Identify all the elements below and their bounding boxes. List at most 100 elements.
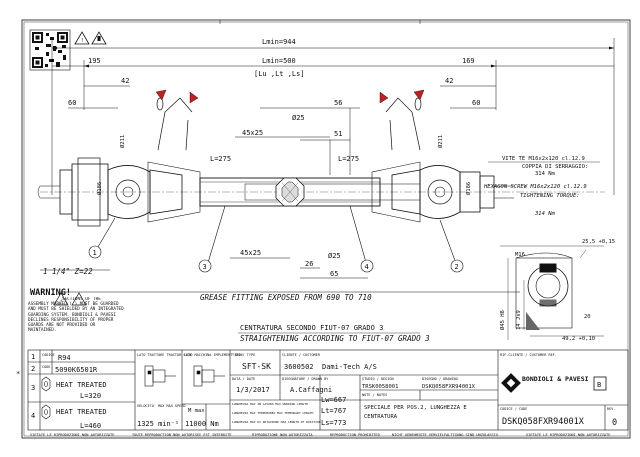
brand-name: BONDIOLI & PAVESI (522, 375, 589, 383)
design-code: DSKQ058FXR94001X (422, 384, 476, 390)
footer-notices: VIETATE LE RIPRODUZIONI NON AUTORIZZATE … (30, 433, 610, 437)
svg-text:!: ! (60, 300, 63, 306)
customer-code: 3600502 (284, 363, 314, 371)
row3-length: L=320 (80, 392, 101, 400)
speed-label: VELOCITA' MAX MAX SPEED (137, 404, 185, 408)
footer-5: NICHT GENEHMIGTE VERVIELFALTIGUNG SIND U… (392, 433, 498, 437)
screw-note-en-2: TIGHTENING TORQUE: (520, 193, 580, 199)
study-label: STUDIO / DESIGN (362, 377, 394, 381)
dim-d25-bottom: Ø25 (328, 252, 341, 260)
dim-d211-right: Ø211 (437, 135, 444, 148)
note-line-1: SPECIALE PER POS.2, LUNGHEZZA E (364, 405, 467, 411)
dim-56: 56 (334, 99, 342, 107)
yoke-tractor-icon (144, 365, 176, 387)
part-callouts (88, 205, 464, 273)
type-label: TIPO / TYPE (232, 353, 255, 357)
dim-d186-right: Ø186 (465, 182, 472, 195)
torque-label: M max (188, 408, 205, 414)
frame-inner (23, 21, 629, 437)
dim-65: 65 (330, 270, 338, 278)
guard-chains (156, 97, 422, 151)
drawn-label: DISEGNATORE / DRAWN BY (282, 377, 329, 381)
bondioli-pavesi-logo-icon: B (501, 373, 607, 393)
note-line-2: CENTRATURA (364, 414, 398, 420)
row-num-3: 3 (31, 384, 35, 392)
svg-text:!: ! (81, 38, 84, 44)
dim-l275-right: L=275 (338, 155, 359, 163)
row-num-1: 1 (31, 353, 35, 361)
warning-text: SECTIONS OF THE ASSEMBLY MARKED ( ) MUST… (28, 297, 124, 334)
screw-note-it-1: VITE TE M16x2x120 cl.12.9 (502, 156, 585, 162)
dim-d186-left: Ø186 (96, 182, 103, 195)
warning-symbol-icon: ! (74, 31, 107, 45)
drawing-date: 1/3/2017 (236, 386, 270, 394)
callout-1: 1 (93, 249, 97, 257)
dim-51: 51 (334, 130, 342, 138)
screw-note-it-3: 314 Nm (535, 171, 556, 177)
code-label-it: CODICE (42, 353, 55, 357)
warning-shield-icon: ! (53, 292, 87, 306)
qr-code (29, 29, 71, 71)
customer-label: CLIENTE / CUSTOMER (282, 353, 321, 357)
max-temporary-length: Lt=767 (321, 407, 346, 415)
detail-45h8: Ø45 H8 (499, 310, 506, 330)
shaft-type: SFT-SK (242, 362, 271, 371)
yoke-detail-view (500, 245, 604, 340)
dim-lu-lt-ls: [Lu ,Lt ,Ls] (254, 70, 305, 78)
detail-49-2: 49,2 +0,10 (562, 336, 595, 342)
notes-label: NOTE / NOTES (362, 393, 387, 397)
dim-d211-left: Ø211 (119, 135, 126, 148)
yoke-implement-icon (193, 365, 225, 387)
part-code-2: 5090K6501R (55, 366, 98, 374)
drawing-code: DSKQ058FXR94001X (502, 417, 585, 427)
dim-lmin-shaft: Lmin=500 (262, 57, 296, 65)
tube-profile-section (275, 177, 305, 207)
design-label: DISEGNO / DRAWING (422, 377, 458, 381)
footer-2: TOUTE REPRODUCTION NON AUTORISEE EST INT… (132, 433, 232, 437)
dim-l275-left: L=275 (210, 155, 231, 163)
screw-note-it-2: COPPIA DI SERRAGGIO: (522, 164, 588, 170)
lw-label: LUNGHEZZA MAX IN LAVORO MAX WORKING LENG… (232, 402, 308, 406)
code-label-en: CODE (42, 365, 50, 369)
max-working-length: Lw=667 (321, 396, 346, 404)
max-torque: 11000 Nm (185, 420, 219, 428)
study-code: TRSK0058001 (362, 384, 398, 390)
dim-left-offset: 195 (88, 57, 101, 65)
frame-border (21, 19, 631, 439)
code-label: CODICE / CODE (500, 407, 527, 411)
dim-d25-top: Ø25 (292, 114, 305, 122)
max-speed: 1325 min⁻¹ (137, 420, 179, 428)
dim-left-42: 42 (121, 77, 129, 85)
dim-26: 26 (305, 260, 313, 268)
dim-45x25-bottom: 45x25 (240, 249, 261, 257)
date-label: DATA / DATE (232, 377, 255, 381)
dim-right-60: 60 (472, 99, 480, 107)
callout-3: 3 (203, 263, 207, 271)
screw-note-en-1: HEXAGON SCREW M16x2x120 cl.12.9 (483, 184, 587, 190)
dim-right-offset: 169 (462, 57, 475, 65)
callout-2: 2 (455, 263, 459, 271)
screw-note-en-3: 314 Nm (534, 211, 556, 217)
callout-4: 4 (365, 263, 369, 271)
revision-mark: * (16, 370, 20, 378)
ls-label: LUNGHEZZA MAX DI ROTAZIONE MAX LENGTH OF… (232, 420, 321, 424)
row4-desc: HEAT TREATED (56, 408, 107, 416)
detail-20: 20 (584, 314, 591, 320)
revision: 0 (612, 418, 617, 428)
dim-45x25-top: 45x25 (242, 129, 263, 137)
rev-label: REV. (607, 407, 615, 411)
tractor-side-label: LATO TRATTORE TRACTOR SIDE (137, 353, 192, 357)
straightening-note-en: STRAIGHTENING ACCORDING TO FIUT-07 GRADO… (240, 334, 430, 343)
customer-name: Dami-Tech A/S (322, 363, 377, 371)
max-rotation-length: Ls=773 (321, 419, 346, 427)
customer-ref-label: RIF.CLIENTE / CUSTOMER REF. (500, 353, 557, 357)
dim-right-42: 42 (445, 77, 453, 85)
dim-left-60: 60 (68, 99, 76, 107)
grease-fitting-note: GREASE FITTING EXPOSED FROM 690 TO 710 (200, 293, 372, 302)
detail-m16: M16 (515, 252, 525, 258)
row-num-4: 4 (31, 412, 35, 420)
tube-section-icon (41, 376, 51, 420)
footer-6: VIETATE LE RIPRODUZIONI NON AUTORIZZATE (526, 433, 610, 437)
